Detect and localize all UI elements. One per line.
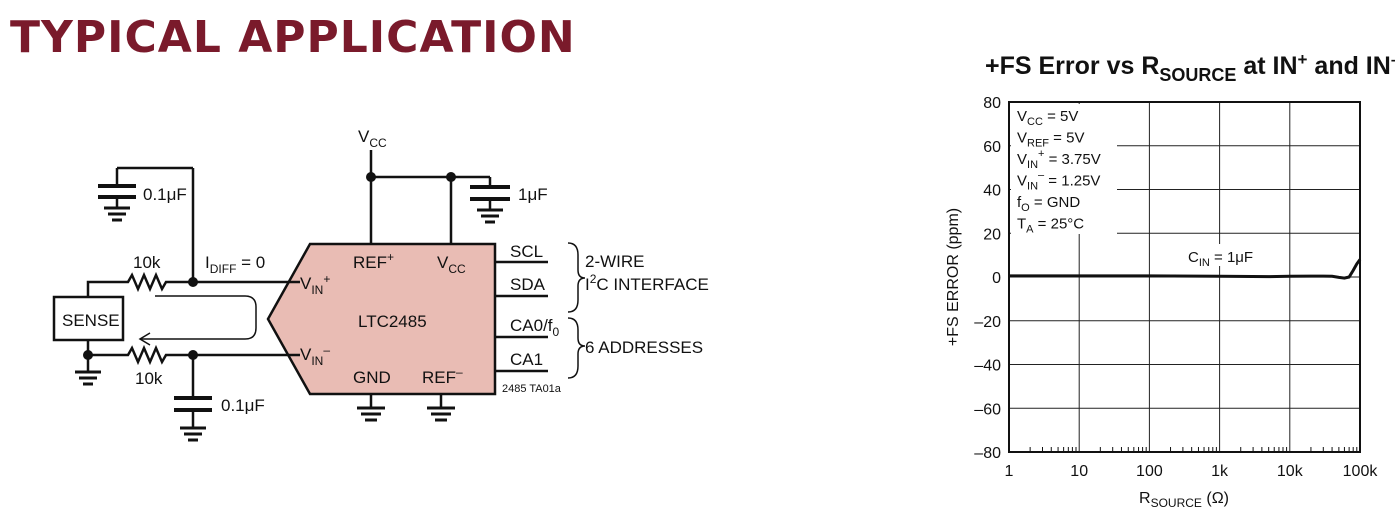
chip-name: LTC2485: [358, 312, 427, 331]
pin-ref-plus-label: REF+: [353, 250, 394, 272]
chart-title: +FS Error vs RSOURCE at IN+ and IN–: [985, 50, 1395, 85]
y-axis-label: +FS ERROR (ppm): [945, 208, 962, 346]
interface-brace: [567, 242, 586, 313]
pin-vin-minus-label: VIN–: [300, 343, 330, 368]
vcc-supply-label: VCC: [358, 127, 387, 150]
condition-line: VCC = 5V: [1017, 108, 1078, 128]
vcc-rail: [366, 150, 490, 244]
figure-id: 2485 TA01a: [502, 383, 562, 395]
x-tick-labels: 1 10 100 1k 10k 100k: [1005, 463, 1379, 480]
top-filter-capacitor: [98, 166, 193, 222]
pin-ref-minus-label: REF–: [422, 365, 463, 387]
y-tick-label: 60: [983, 139, 1001, 156]
x-tick-label: 1: [1005, 463, 1014, 480]
conditions-box: [1011, 104, 1117, 234]
pin-vcc-label: VCC: [437, 253, 466, 276]
bottom-cap-label: 0.1μF: [221, 396, 265, 415]
x-axis-label: RSOURCE (Ω): [1139, 490, 1229, 510]
addresses-label: 6 ADDRESSES: [585, 338, 703, 357]
y-tick-label: 80: [983, 95, 1001, 112]
condition-line: TA = 25°C: [1017, 216, 1084, 236]
condition-line: VIN+ = 3.75V: [1017, 148, 1101, 171]
condition-line: VIN– = 1.25V: [1017, 170, 1100, 193]
x-tick-label: 100k: [1343, 463, 1379, 480]
pin-scl-label: SCL: [510, 242, 543, 261]
pin-gnd-label: GND: [353, 368, 391, 387]
pin-ca0-label: CA0/f0: [510, 316, 560, 339]
pin-sda-label: SDA: [510, 275, 546, 294]
interface-label-line2: I2C INTERFACE: [585, 272, 709, 294]
bottom-resistor-10k: [75, 340, 300, 386]
address-brace: [567, 317, 586, 379]
fs-error-series-line: [1009, 258, 1362, 280]
vcc-cap-label: 1μF: [518, 185, 548, 204]
pin-vin-plus-label: VIN+: [300, 272, 330, 297]
bottom-resistor-label: 10k: [135, 369, 163, 388]
y-tick-label: –20: [974, 314, 1001, 331]
y-tick-label: 0: [992, 270, 1001, 287]
y-tick-label: –80: [974, 445, 1001, 462]
y-tick-labels: 80 60 40 20 0 –20 –40 –60 –80: [974, 95, 1001, 462]
y-tick-label: –40: [974, 358, 1001, 375]
sense-label: SENSE: [62, 311, 120, 330]
y-tick-label: 40: [983, 183, 1001, 200]
top-cap-label: 0.1μF: [143, 185, 187, 204]
x-tick-label: 10: [1070, 463, 1088, 480]
y-tick-label: –60: [974, 401, 1001, 418]
schematic: LTC2485 VIN+ VIN– REF+ VCC GND REF– SCL …: [52, 127, 709, 442]
ref-minus-ground-symbol: [427, 394, 455, 422]
condition-line: VREF = 5V: [1017, 130, 1084, 150]
pin-ca1-label: CA1: [510, 350, 543, 369]
section-heading: TYPICAL APPLICATION: [10, 12, 576, 63]
x-tick-label: 100: [1136, 463, 1163, 480]
top-resistor-label: 10k: [133, 253, 161, 272]
gnd-pin-ground-symbol: [357, 394, 385, 422]
right-pin-leads: [495, 260, 548, 373]
bottom-filter-capacitor: [174, 355, 212, 442]
x-tick-label: 1k: [1211, 463, 1229, 480]
adc-chip-body: [266, 242, 497, 396]
current-loop-arrow: [138, 295, 257, 346]
vcc-bypass-capacitor: [470, 177, 510, 224]
fs-error-chart: +FS Error vs RSOURCE at IN+ and IN– 1101…: [945, 50, 1395, 510]
interface-label-line1: 2-WIRE: [585, 252, 645, 271]
y-tick-label: 20: [983, 226, 1001, 243]
annotation-backdrop: [1183, 244, 1265, 266]
condition-line: fO = GND: [1017, 194, 1080, 214]
x-tick-label: 10k: [1277, 463, 1304, 480]
sense-box: [52, 295, 125, 342]
idiff-label: IDIFF = 0: [205, 253, 265, 276]
cin-annotation: CIN = 1μF: [1188, 249, 1253, 269]
top-resistor-10k: [86, 168, 300, 297]
